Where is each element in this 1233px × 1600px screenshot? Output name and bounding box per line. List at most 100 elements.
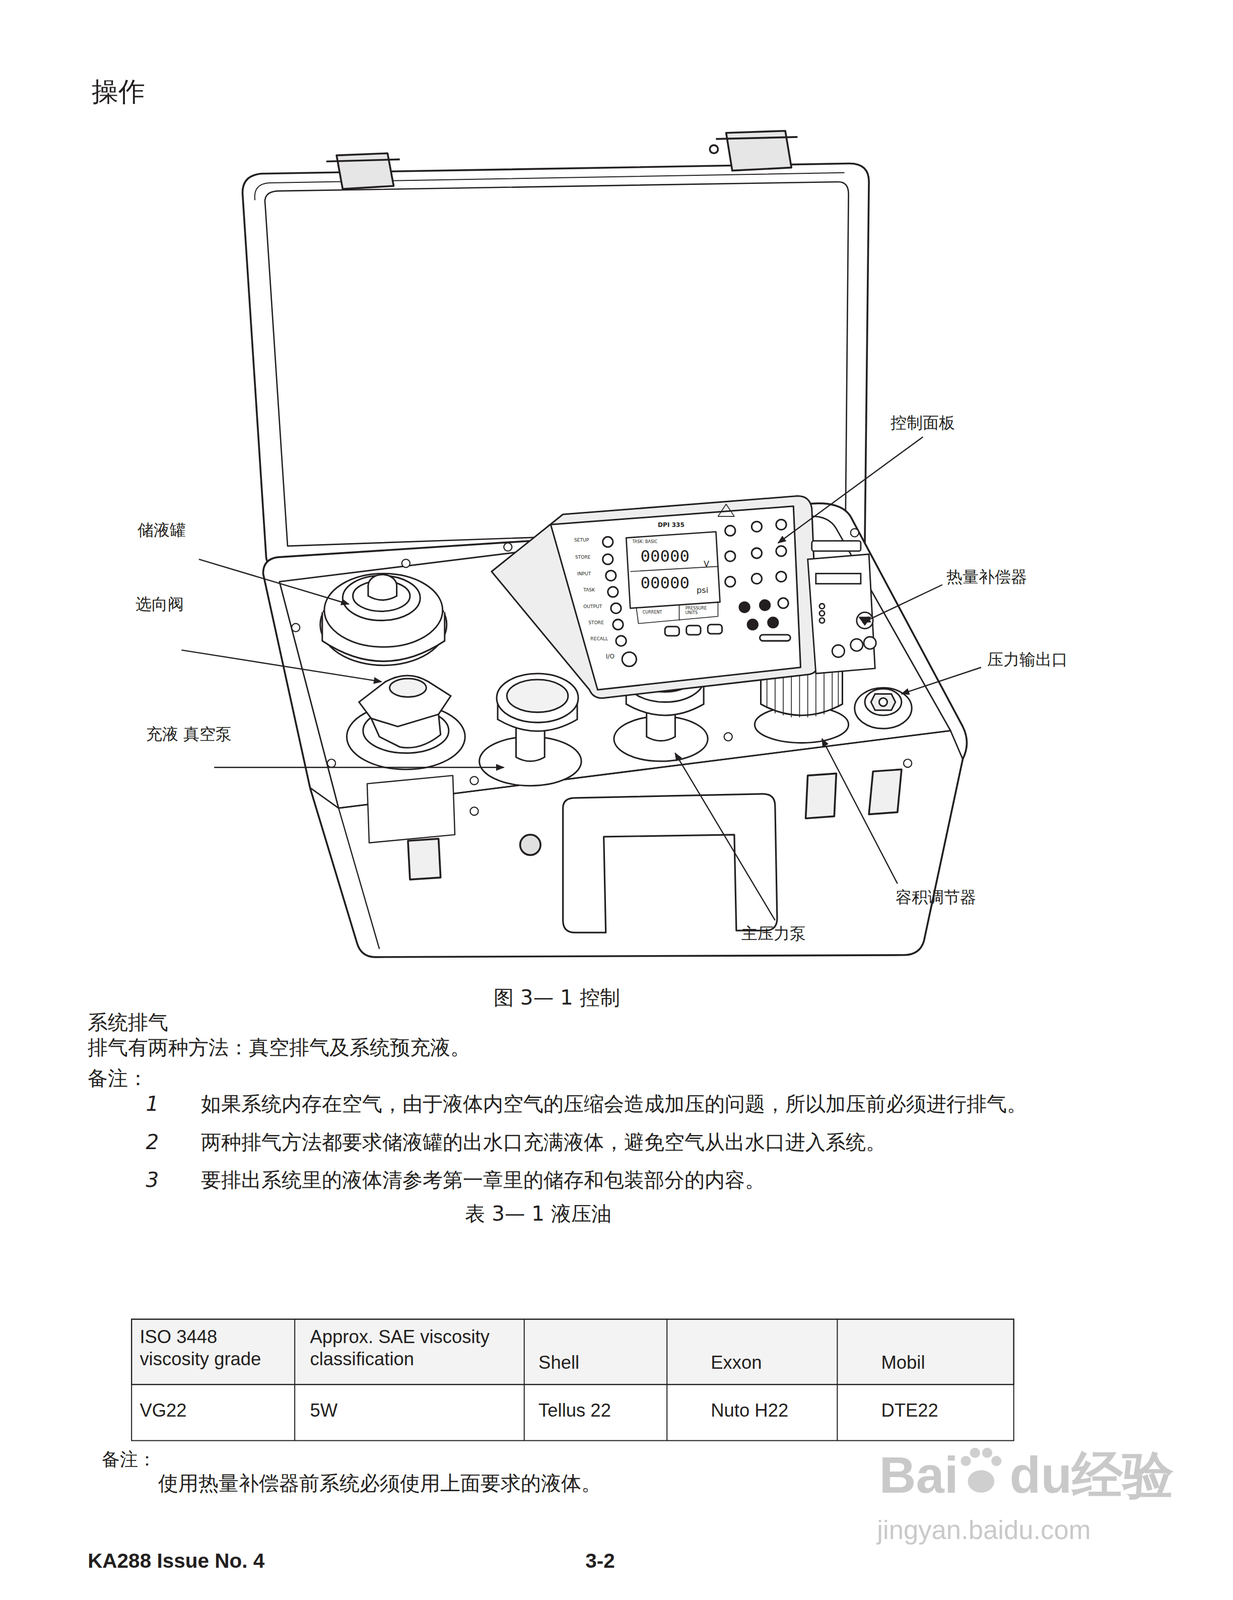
callout-label: 选向阀 <box>135 594 184 614</box>
control-panel <box>678 604 680 621</box>
table-grid <box>836 1319 838 1441</box>
control-panel <box>602 554 613 565</box>
callout-label: 压力输出口 <box>987 649 1068 670</box>
panel-text: TASK: BASIC <box>632 539 658 545</box>
table-grid <box>666 1319 668 1441</box>
table-caption: 表 3— 1 液压油 <box>464 1201 612 1226</box>
page-heading: 操作 <box>91 75 146 108</box>
pressure-outlet <box>870 693 896 710</box>
watermark-paw <box>970 1447 981 1458</box>
case-body <box>262 503 967 957</box>
control-panel <box>612 619 624 630</box>
thermal-compensator <box>819 603 825 609</box>
control-panel <box>751 521 762 532</box>
case-lid <box>326 159 400 162</box>
case-body <box>805 773 837 818</box>
watermark: du经验 <box>1009 1444 1175 1505</box>
screw <box>724 732 733 741</box>
table-grid <box>131 1319 1014 1441</box>
control-panel <box>759 634 791 641</box>
case-lid <box>709 145 718 154</box>
table-cell: VG22 <box>139 1399 187 1422</box>
thermal-compensator <box>819 618 825 624</box>
leader-line <box>862 584 943 623</box>
control-panel <box>707 624 722 634</box>
table-cell: ISO 3448 viscosity grade <box>139 1325 291 1370</box>
case-body <box>262 503 967 957</box>
priming-pump <box>506 679 568 713</box>
volume-adjuster <box>815 672 817 717</box>
table-cell: Tellus 22 <box>538 1399 611 1422</box>
note-heading: 备注： <box>101 1448 157 1471</box>
watermark-paw <box>960 1455 971 1466</box>
control-panel <box>610 602 622 613</box>
note-text: 如果系统内存在空气，由于液体内空气的压缩会造成加压的问题，所以加压前必须进行排气… <box>200 1091 1027 1117</box>
priming-pump <box>479 673 582 786</box>
table-cell: Mobil <box>880 1351 925 1374</box>
case-body <box>520 834 541 855</box>
thermal-compensator <box>832 644 845 657</box>
table-cell: Nuto H22 <box>710 1399 789 1422</box>
screw <box>903 759 912 768</box>
control-panel <box>664 626 679 636</box>
control-panel <box>626 531 720 608</box>
leader-line <box>778 436 924 543</box>
selector-valve <box>359 675 451 748</box>
control-panel <box>751 548 762 559</box>
control-panel <box>725 525 736 536</box>
control-panel <box>776 545 787 557</box>
volume-adjuster <box>790 673 792 718</box>
leader-line <box>181 436 981 921</box>
display-digits: 00000 <box>640 546 690 567</box>
watermark-paw <box>982 1447 993 1458</box>
watermark-paw <box>960 1447 1002 1493</box>
section-heading: 系统排气 <box>87 1009 169 1035</box>
thermal-compensator <box>811 540 861 552</box>
watermark-paw <box>991 1455 1002 1466</box>
reservoir <box>320 573 447 665</box>
control-panel <box>725 551 736 562</box>
table-cell: Shell <box>538 1351 580 1374</box>
leader-line <box>674 752 775 921</box>
reservoir <box>324 573 443 647</box>
thermal-compensator <box>819 610 825 616</box>
control-panel <box>768 617 779 628</box>
note-number: 2 <box>146 1129 160 1155</box>
case-lid <box>264 181 849 546</box>
screw <box>401 559 410 568</box>
thermal-compensator <box>815 573 861 584</box>
screw <box>327 759 336 768</box>
screw <box>850 528 859 537</box>
volume-adjuster <box>838 666 840 708</box>
control-panel <box>615 635 627 646</box>
selector-valve <box>389 678 427 697</box>
screw <box>469 806 478 815</box>
case-body <box>868 769 902 814</box>
volume-adjuster <box>823 671 825 715</box>
watermark: jingyan.baidu.com <box>876 1513 1091 1546</box>
case-body <box>563 793 778 933</box>
panel-text: INPUT <box>577 571 591 577</box>
thermal-compensator <box>850 638 863 651</box>
control-panel <box>776 519 787 530</box>
table-cell: Approx. SAE viscosity classification <box>310 1325 521 1370</box>
thermal-compensator <box>807 540 877 674</box>
table-grid <box>523 1319 525 1441</box>
leader-line <box>198 559 350 604</box>
callout-label: 充液 真空泵 <box>146 724 232 744</box>
note-text: 两种排气方法都要求储液罐的出水口充满液体，避免空气从出水口进入系统。 <box>200 1129 886 1155</box>
table-grid <box>131 1319 1014 1441</box>
leader-line <box>901 667 982 695</box>
control-panel <box>622 651 637 666</box>
control-panel <box>491 496 818 699</box>
panel-text: SETUP <box>574 537 589 543</box>
table-cell: 5W <box>310 1399 338 1422</box>
control-panel <box>778 597 789 608</box>
callout-label: 储液罐 <box>137 520 186 540</box>
screw <box>503 542 512 552</box>
callout-label: 主压力泵 <box>741 923 806 944</box>
callout-label: 控制面板 <box>890 413 955 433</box>
control-panel <box>725 576 736 587</box>
pressure-outlet <box>864 688 902 716</box>
